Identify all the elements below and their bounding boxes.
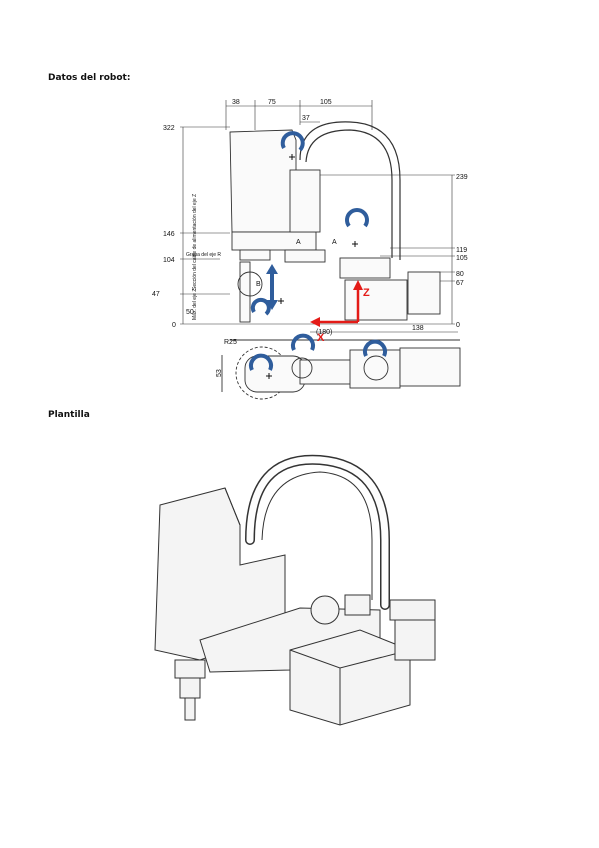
robot-data-heading: Datos del robot: <box>48 73 131 83</box>
dim-80: 80 <box>456 271 464 278</box>
dim-0-right: 0 <box>456 322 460 329</box>
dim-180: (180) <box>316 329 332 336</box>
dim-0-left: 0 <box>172 322 176 329</box>
dim-37: 37 <box>302 115 310 122</box>
dim-105-right: 105 <box>456 255 468 262</box>
dim-50: 50 <box>186 309 194 316</box>
dim-119: 119 <box>456 247 467 254</box>
axis-z-label: Z <box>363 287 370 299</box>
label-b: B <box>256 281 261 288</box>
dim-47: 47 <box>152 291 160 298</box>
template-heading: Plantilla <box>48 410 90 420</box>
dim-75: 75 <box>268 99 276 106</box>
dim-239: 239 <box>456 174 468 181</box>
dim-r25: R25 <box>224 339 237 346</box>
dim-53: 53 <box>216 369 223 377</box>
dim-322: 322 <box>163 125 175 132</box>
axis-x-label: X <box>317 332 325 344</box>
dim-67: 67 <box>456 280 464 287</box>
dim-146: 146 <box>163 231 175 238</box>
label-a-2: A <box>332 239 337 246</box>
label-max-z: Máx. del eje Z <box>192 289 198 320</box>
label-cable: Sección del cable de alimentación del ej… <box>192 194 198 290</box>
dim-38: 38 <box>232 99 240 106</box>
dim-105-top: 105 <box>320 99 332 106</box>
label-a-1: A <box>296 239 301 246</box>
dim-138: 138 <box>412 325 424 332</box>
dim-104: 104 <box>163 257 175 264</box>
label-grapa: Grapa del eje R <box>186 252 221 258</box>
